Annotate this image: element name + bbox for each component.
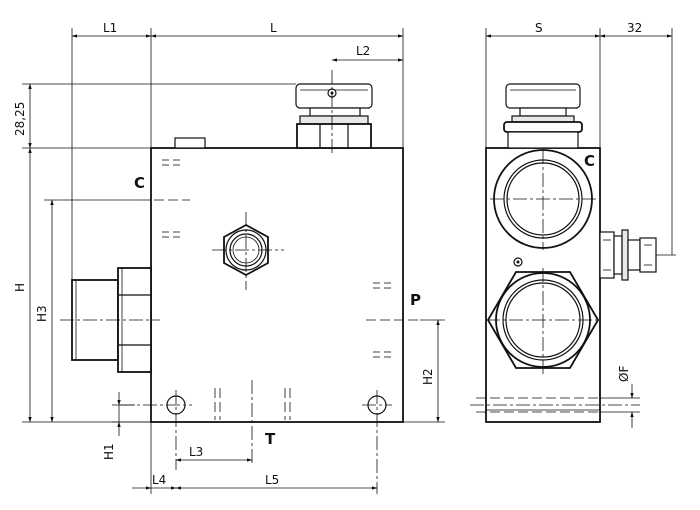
dim-h1: H1 xyxy=(102,443,116,460)
top-boss xyxy=(174,137,206,149)
port-p-label: P xyxy=(410,291,421,309)
dim-l5: L5 xyxy=(265,473,279,487)
adjustment-knob xyxy=(295,83,373,149)
dim-s: S xyxy=(535,21,543,35)
dim-l4: L4 xyxy=(152,473,166,487)
dim-h3: H3 xyxy=(35,305,49,322)
side-knob xyxy=(503,83,583,149)
port-c-label: C xyxy=(134,174,145,192)
front-dimensions: L1 L L2 28,25 H H3 H2 H1 xyxy=(13,21,445,494)
dim-h: H xyxy=(13,283,27,292)
front-view: C P T xyxy=(60,70,421,494)
port-t-label: T xyxy=(265,430,276,448)
side-dimensions: S 32 ØF xyxy=(485,21,676,428)
valve-body xyxy=(150,147,404,423)
dim-28-25: 28,25 xyxy=(13,102,27,136)
dim-l3: L3 xyxy=(189,445,203,459)
side-port-c-label: C xyxy=(584,152,595,170)
dim-l1: L1 xyxy=(103,21,117,35)
dim-phi-f: ØF xyxy=(617,366,631,382)
dim-32: 32 xyxy=(627,21,642,35)
dim-l2: L2 xyxy=(356,44,370,58)
dim-h2: H2 xyxy=(421,368,435,385)
side-fitting xyxy=(599,229,657,281)
dim-l: L xyxy=(270,21,277,35)
side-view: C xyxy=(470,83,657,423)
